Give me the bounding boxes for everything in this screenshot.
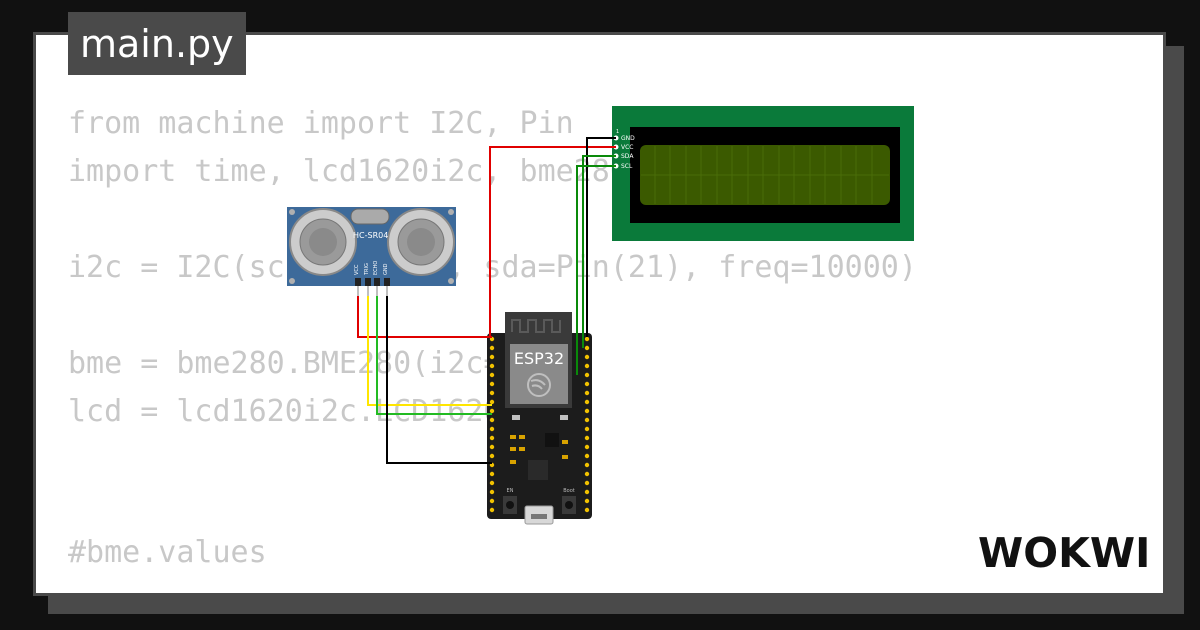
sensor-pin-vcc-label: VCC: [354, 264, 360, 275]
espressif-logo-icon: [527, 373, 551, 397]
lcd-pin-scl: SCL: [621, 163, 633, 170]
en-button[interactable]: EN: [503, 488, 517, 514]
code-line-2: import time, lcd1620i2c, bme280: [68, 154, 628, 189]
ultrasonic-sensor[interactable]: HC-SR04 VCC TRIG ECHO GND: [287, 207, 456, 296]
en-button-label: EN: [507, 488, 514, 494]
svg-text:1: 1: [616, 129, 619, 135]
preview-panel: [33, 32, 1166, 596]
code-line-1: from machine import I2C, Pin: [68, 106, 574, 141]
boot-button[interactable]: Boot: [562, 488, 576, 514]
wire-lcd-vcc: [489, 146, 616, 337]
boot-button-label: Boot: [563, 488, 575, 494]
file-tab-label: main.py: [80, 21, 234, 66]
lcd-module[interactable]: 1 GND VCC SDA SCL: [612, 106, 914, 241]
esp32-left-header: [489, 336, 495, 513]
wire-sensor-gnd: [386, 296, 492, 464]
sensor-pin-trig-label: TRIG: [364, 263, 370, 276]
wire-lcd-gnd: [586, 137, 616, 337]
lcd-char-grid: [641, 146, 889, 204]
wire-sensor-vcc: [357, 296, 492, 338]
sensor-crystal: [350, 208, 390, 225]
wire-sensor-trig: [367, 296, 492, 406]
wire-lcd-sda: [582, 155, 616, 348]
sensor-pin-gnd-label: GND: [383, 263, 389, 275]
usb-port: [524, 505, 554, 525]
wokwi-logo-text: WOKWI: [978, 529, 1150, 575]
esp32-components: [510, 415, 568, 480]
lcd-pin-vcc: VCC: [621, 144, 633, 151]
lcd-pin-sda: SDA: [621, 153, 634, 160]
sensor-pin-legs: [357, 286, 388, 296]
wire-lcd-scl: [576, 165, 616, 375]
file-tab[interactable]: main.py: [68, 12, 246, 75]
esp32-chip-label: ESP32: [514, 349, 564, 368]
esp32-right-header: [584, 336, 590, 513]
lcd-pin-gnd: GND: [621, 135, 635, 142]
code-comment: #bme.values: [68, 535, 267, 570]
wire-sensor-echo: [376, 296, 492, 415]
sensor-header: [355, 278, 390, 286]
wires: [357, 137, 616, 464]
sensor-model-label: HC-SR04: [353, 231, 388, 240]
sensor-pin-echo-label: ECHO: [373, 261, 379, 275]
esp32-board[interactable]: ESP32: [487, 312, 592, 525]
wokwi-logo: WOKWI: [978, 529, 1150, 575]
